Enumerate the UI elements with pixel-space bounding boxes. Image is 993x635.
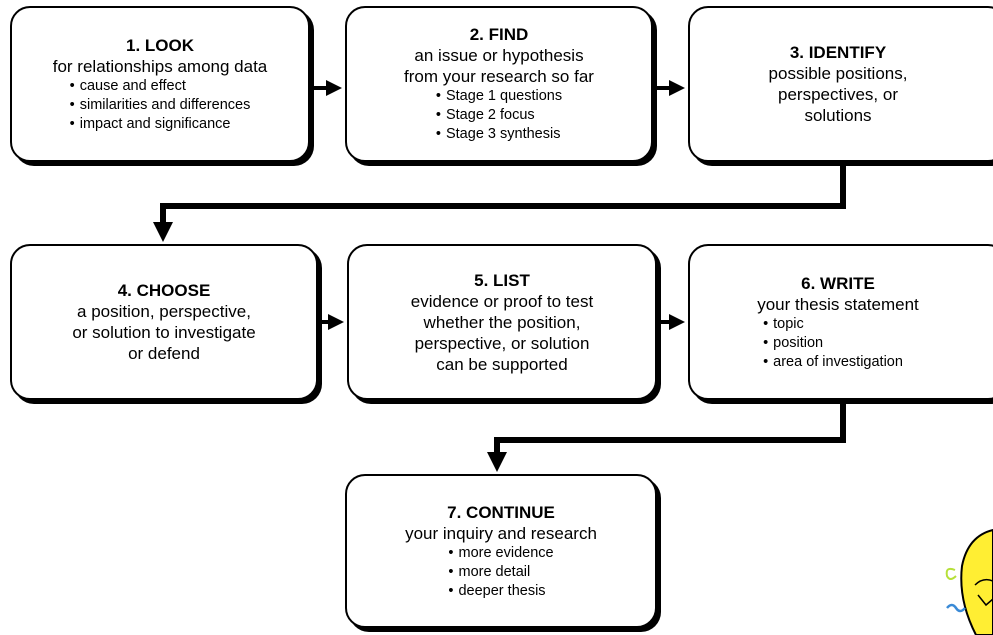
step-7-bullet-2: more detail — [448, 563, 553, 582]
step-3-box: 3. IDENTIFY possible positions, perspect… — [688, 6, 993, 162]
step-2-line-1: an issue or hypothesis — [414, 46, 584, 65]
step-3-line-2: perspectives, or — [778, 85, 898, 104]
step-3-line-3: solutions — [804, 106, 872, 125]
step-1-bullet-3: impact and significance — [70, 115, 251, 134]
step-4-line-3: or defend — [128, 344, 200, 363]
step-5-line-4: can be supported — [436, 354, 568, 374]
step-6-title: 6. WRITE — [801, 273, 875, 293]
step-1-bullet-1: cause and effect — [70, 77, 251, 96]
step-7-box: 7. CONTINUE your inquiry and research mo… — [345, 474, 657, 628]
step-2-bullet-2: Stage 2 focus — [436, 106, 562, 125]
step-7-title: 7. CONTINUE — [447, 502, 555, 522]
step-5-box: 5. LIST evidence or proof to test whethe… — [347, 244, 657, 400]
step-6-bullet-2: position — [763, 334, 903, 353]
step-5-line-2: whether the position, — [423, 312, 581, 332]
step-1-box: 1. LOOK for relationships among data cau… — [10, 6, 310, 162]
step-7-bullet-3: deeper thesis — [448, 582, 553, 601]
step-2-bullet-1: Stage 1 questions — [436, 87, 562, 106]
step-2-bullets: Stage 1 questions Stage 2 focus Stage 3 … — [436, 87, 562, 144]
arrow-2-3 — [655, 80, 685, 96]
step-1-bullets: cause and effect similarities and differ… — [70, 77, 251, 134]
step-5-line-3: perspective, or solution — [414, 333, 590, 353]
step-6-line-1: your thesis statement — [757, 294, 919, 314]
step-7-bullet-1: more evidence — [448, 544, 553, 563]
step-1-bullet-2: similarities and differences — [70, 96, 251, 115]
step-2-line-2: from your research so far — [404, 67, 594, 86]
step-3-line-1: possible positions, — [768, 64, 908, 83]
lightbulb-icon — [945, 528, 993, 635]
step-1-title: 1. LOOK — [125, 35, 194, 55]
step-6-box: 6. WRITE your thesis statement topic pos… — [688, 244, 993, 400]
step-1-line-1: for relationships among data — [52, 56, 268, 76]
step-6-bullets: topic position area of investigation — [763, 315, 903, 372]
step-6-bullet-3: area of investigation — [763, 353, 903, 372]
step-2-box: 2. FIND an issue or hypothesis from your… — [345, 6, 653, 162]
step-4-line-2: or solution to investigate — [72, 323, 256, 342]
step-6-bullet-1: topic — [763, 315, 903, 334]
step-7-line-1: your inquiry and research — [405, 523, 597, 543]
step-4-title: 4. CHOOSE — [117, 281, 211, 300]
step-2-bullet-3: Stage 3 synthesis — [436, 125, 562, 144]
arrow-5-6 — [660, 314, 685, 330]
step-4-line-1: a position, perspective, — [77, 302, 251, 321]
arrow-6-7 — [487, 400, 846, 472]
arrow-4-5 — [320, 314, 344, 330]
arrow-3-4 — [153, 160, 846, 242]
step-5-line-1: evidence or proof to test — [410, 291, 594, 311]
step-3-title: 3. IDENTIFY — [789, 43, 887, 62]
arrow-1-2 — [312, 80, 342, 96]
step-7-bullets: more evidence more detail deeper thesis — [448, 544, 553, 601]
step-2-title: 2. FIND — [469, 25, 529, 44]
step-5-title: 5. LIST — [474, 270, 530, 290]
step-4-box: 4. CHOOSE a position, perspective, or so… — [10, 244, 318, 400]
